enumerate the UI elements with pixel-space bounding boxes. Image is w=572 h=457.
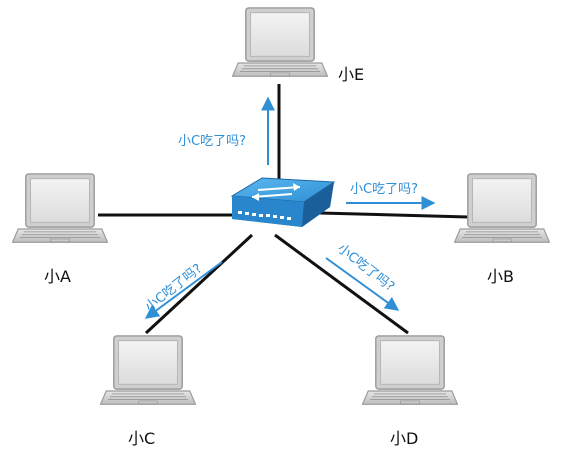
laptop-c xyxy=(100,335,196,406)
node-label-d: 小D xyxy=(390,429,419,448)
laptop-d xyxy=(362,335,458,406)
laptop-a xyxy=(12,173,108,244)
links xyxy=(98,84,469,335)
arrow-to-c xyxy=(144,261,223,319)
node-label-b: 小B xyxy=(487,267,514,286)
link-c xyxy=(144,233,254,335)
message-arrows xyxy=(144,96,436,319)
switch-arrow-right-icon xyxy=(257,186,301,191)
switch xyxy=(230,177,336,227)
link-b xyxy=(319,211,469,219)
arrow-to-d xyxy=(325,257,400,311)
message-label-to-e: 小C吃了吗? xyxy=(178,134,246,149)
message-label-to-b: 小C吃了吗? xyxy=(350,182,418,197)
laptop-b xyxy=(454,173,550,244)
link-d xyxy=(274,233,409,335)
laptop-e xyxy=(232,7,328,78)
node-label-e: 小E xyxy=(338,65,365,84)
node-label-c: 小C xyxy=(128,429,156,448)
node-label-a: 小A xyxy=(44,267,71,286)
